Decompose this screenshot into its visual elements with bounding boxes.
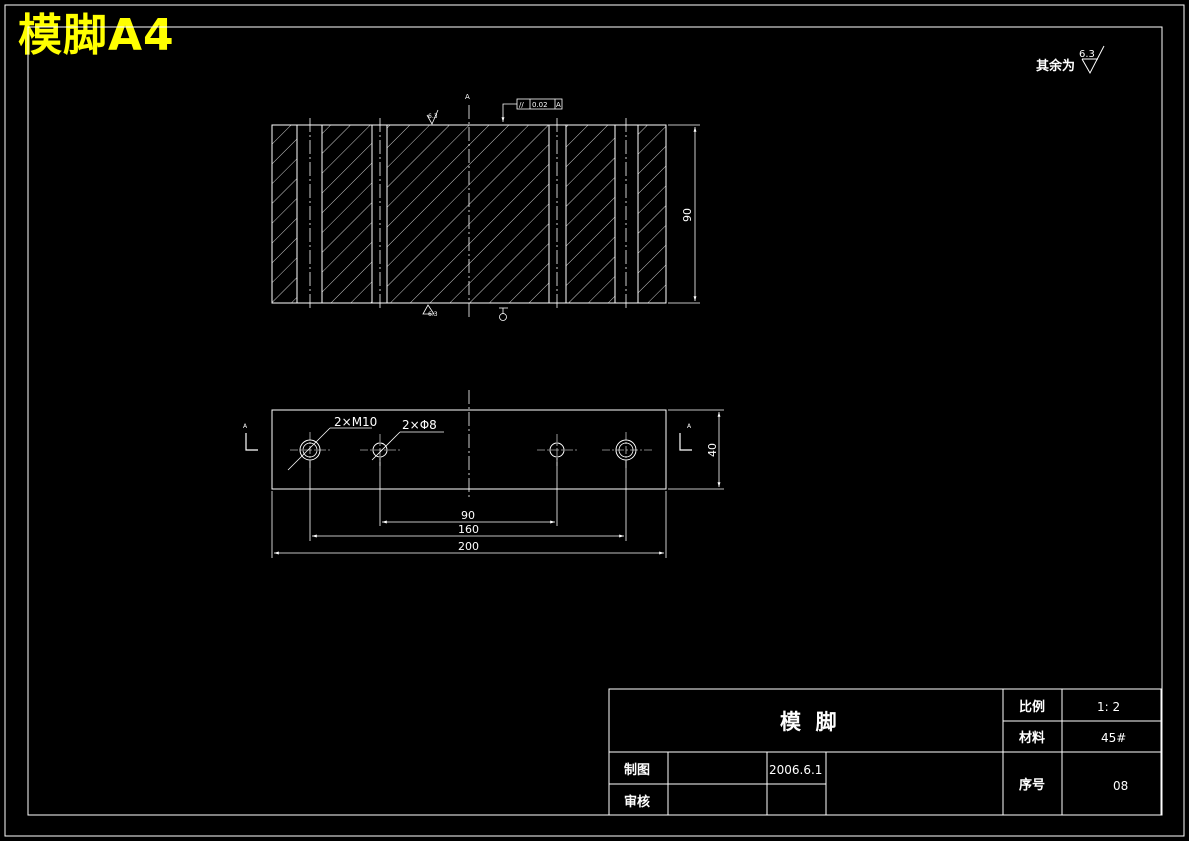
through-hole-right: [537, 434, 577, 466]
material-value: 45#: [1101, 731, 1126, 745]
section-hatch: [322, 125, 372, 303]
section-arrow-left: A: [243, 423, 258, 451]
dim-160: 160: [458, 523, 479, 536]
title-block: [608, 688, 1162, 816]
dim-200: 200: [458, 540, 479, 553]
svg-text:6.3: 6.3: [428, 113, 438, 120]
horizontal-dimensions: [271, 458, 667, 558]
svg-text:A: A: [243, 423, 248, 430]
drawing-title-stamp: 模脚A4: [18, 10, 175, 61]
roughness-symbol: [1081, 45, 1105, 75]
svg-text:0.02: 0.02: [532, 101, 548, 109]
part-name: 模 脚: [780, 710, 837, 734]
dim-40-vertical: 40: [706, 443, 719, 457]
callout-phi8: 2×Φ8: [371, 418, 444, 461]
hole-label-m10: 2×M10: [334, 415, 377, 429]
front-height-dimension: 40: [668, 409, 724, 490]
scale-label: 比例: [1019, 699, 1045, 715]
through-hole-left: [360, 434, 400, 466]
dim-90: 90: [461, 509, 475, 522]
scale-value: 1: 2: [1097, 700, 1120, 714]
number-label: 序号: [1019, 777, 1045, 793]
datum-symbol-bottom: [499, 307, 508, 321]
svg-text://: //: [519, 101, 524, 109]
section-hatch: [272, 125, 297, 303]
tolerance-frame: // 0.02 A: [501, 98, 563, 122]
section-hatch: [638, 125, 666, 303]
hole-walls: [296, 125, 639, 303]
section-hatch: [566, 125, 615, 303]
checked-label: 审核: [624, 794, 650, 810]
svg-text:6.3: 6.3: [428, 311, 438, 318]
front-view: 2×M10 2×Φ8 A A 40: [243, 390, 724, 558]
callout-m10: 2×M10: [287, 415, 377, 471]
note-roughness-value: 6.3: [1079, 49, 1095, 60]
dim-90-vertical: 90: [681, 208, 694, 222]
drawn-date: 2006.6.1: [769, 763, 822, 777]
surface-roughness-note: 其余为 6.3: [1036, 45, 1105, 75]
hole-label-phi8: 2×Φ8: [402, 418, 437, 432]
center-lines: [309, 105, 627, 318]
svg-text:A: A: [556, 101, 561, 109]
number-value: 08: [1113, 779, 1128, 793]
section-hatch: [387, 125, 549, 303]
section-arrow-right: A: [679, 423, 692, 451]
datum-label: A: [465, 93, 470, 101]
outer-border: [4, 4, 1185, 837]
surface-mark-top: 6.3: [426, 109, 439, 125]
drawn-label: 制图: [624, 762, 650, 778]
svg-text:A: A: [687, 423, 692, 430]
threaded-hole-right: [602, 432, 654, 468]
material-label: 材料: [1019, 730, 1045, 746]
inner-frame: [27, 26, 1163, 816]
top-height-dimension: 90: [668, 124, 700, 304]
top-view: A // 0.02 A 6.3 6.3: [271, 93, 700, 321]
surface-mark-bottom: 6.3: [422, 304, 438, 318]
note-prefix: 其余为: [1036, 58, 1075, 74]
